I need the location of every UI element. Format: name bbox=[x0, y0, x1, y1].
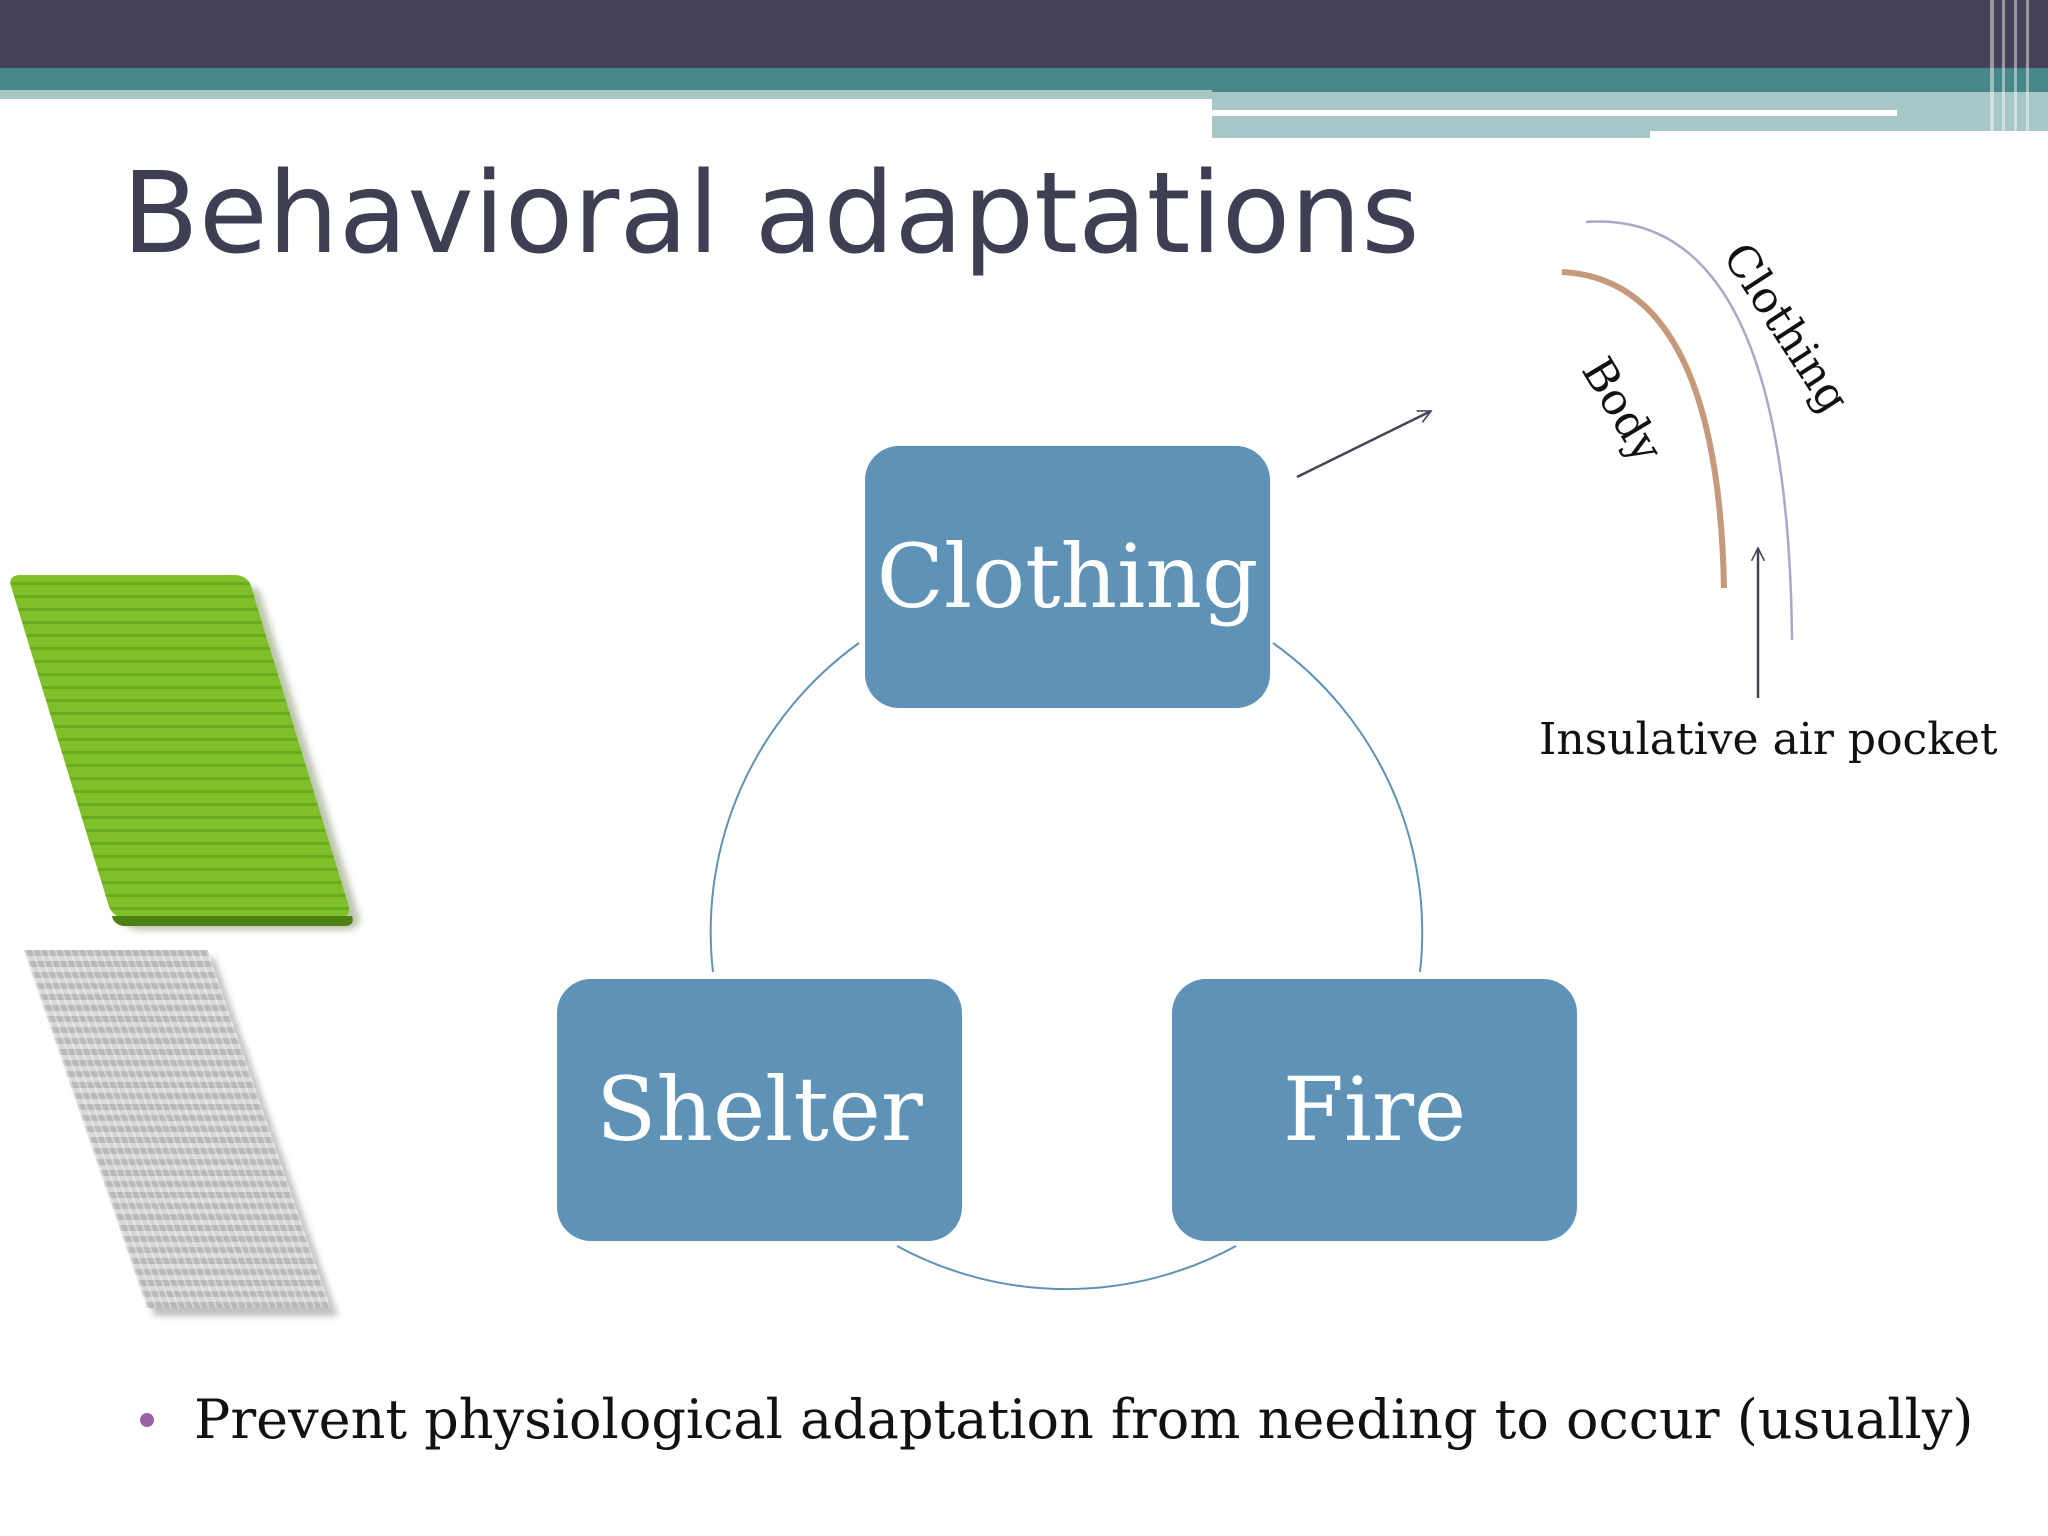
shelter-node-label: Shelter bbox=[596, 1058, 923, 1161]
header-edge-line-4 bbox=[2026, 0, 2029, 140]
clothing-node: Clothing bbox=[865, 446, 1270, 708]
bullet-text: Prevent physiological adaptation from ne… bbox=[194, 1388, 1974, 1451]
body-layer-curve bbox=[1561, 269, 1727, 589]
header-edge-line-3 bbox=[2014, 0, 2017, 140]
header-edge-line-1 bbox=[1990, 0, 1994, 140]
header-teal-band bbox=[0, 68, 2048, 92]
pointer-arrow bbox=[1296, 409, 1431, 479]
header-white-notch bbox=[1650, 131, 2048, 145]
header-dark-band bbox=[0, 0, 2048, 68]
fire-node: Fire bbox=[1172, 979, 1577, 1241]
clothing-layer-curve bbox=[1585, 220, 1794, 641]
header-white-stripe bbox=[1212, 110, 1897, 116]
header-edge-line-2 bbox=[2002, 0, 2005, 140]
air-pocket-label: Insulative air pocket bbox=[1539, 714, 1998, 765]
slide-title: Behavioral adaptations bbox=[122, 149, 1420, 279]
fire-node-label: Fire bbox=[1282, 1058, 1467, 1161]
cycle-arc-clothing-shelter bbox=[709, 642, 860, 973]
bullet-item: Prevent physiological adaptation from ne… bbox=[140, 1388, 1973, 1451]
clothing-node-label: Clothing bbox=[876, 525, 1259, 628]
bullet-marker-icon bbox=[140, 1412, 154, 1427]
header-decoration bbox=[0, 0, 2048, 145]
cycle-arc-clothing-fire bbox=[1272, 642, 1424, 973]
header-light-band-left bbox=[0, 90, 1212, 99]
shelter-node: Shelter bbox=[557, 979, 962, 1241]
cycle-arc-shelter-fire bbox=[896, 1245, 1237, 1290]
